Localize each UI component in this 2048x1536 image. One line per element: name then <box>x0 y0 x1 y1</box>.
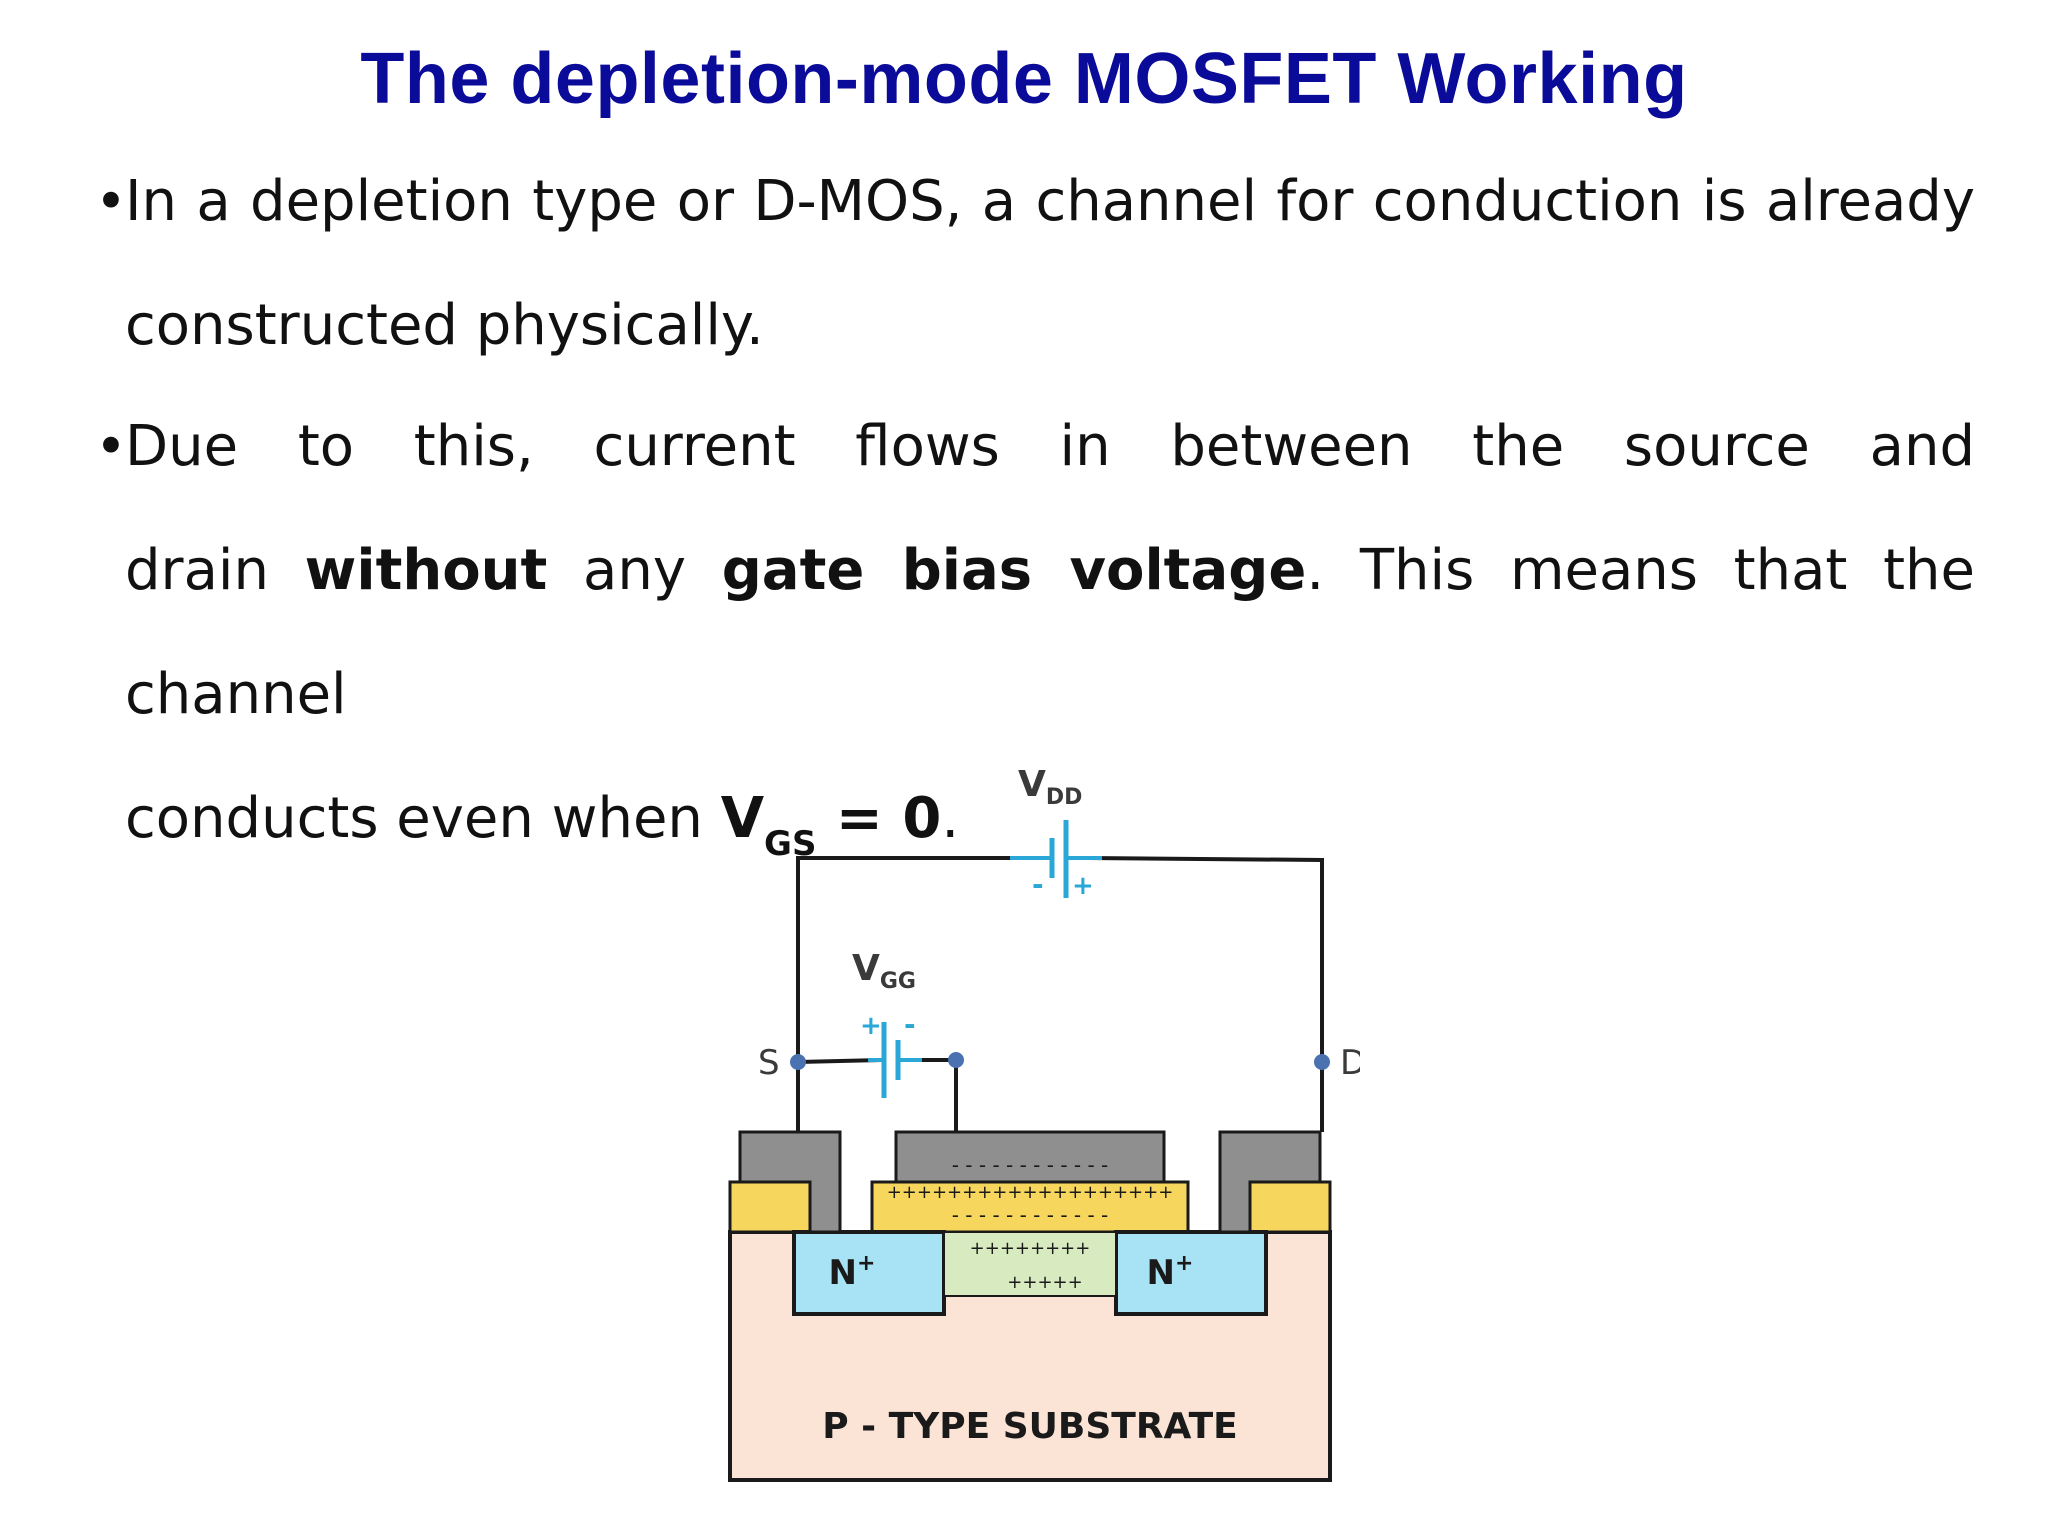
vgs-equals-zero: = 0 <box>816 786 942 851</box>
bullet-2-line-3: conducts even when VGS = 0. <box>125 757 1975 906</box>
source-label: S <box>758 1043 780 1083</box>
channel-positive-top: ++++++++ <box>970 1238 1091 1259</box>
n-plus-drain-region <box>1114 1230 1268 1316</box>
bullet-2-text-3: conducts even when <box>125 786 721 851</box>
n-plus-left-label: N+ <box>829 1251 876 1293</box>
slide-title: The depletion-mode MOSFET Working <box>360 39 1688 119</box>
vgg-plus: + <box>860 1011 882 1041</box>
bullet-1-text-1: In a depletion type or D-MOS, a channel … <box>125 169 1975 234</box>
bullet-2-text-post: . This means that the channel <box>125 538 1975 727</box>
bullet-2-period: . <box>941 786 960 851</box>
oxide-positive-charges: +++++++++++++++++++ <box>887 1182 1174 1203</box>
oxide-negative-charges: - - - - - - - - - - - - <box>952 1203 1109 1227</box>
vgg-minus: - <box>904 1008 916 1041</box>
bullet-2-text-1: Due to this, current flows in between th… <box>125 414 1975 479</box>
gate-metal <box>894 1130 1166 1184</box>
vdd-label: VDD <box>1018 764 1082 810</box>
bullet-dot: • <box>95 170 127 233</box>
bullet-2-text-mid: any <box>547 538 722 603</box>
bullet-1-line-2: constructed physically. <box>125 264 1975 388</box>
gate-oxide <box>870 1180 1190 1234</box>
bullet-2-bold-without: without <box>304 538 548 603</box>
vdd-wire <box>796 856 1040 1062</box>
gate-terminal-dot <box>948 1052 964 1068</box>
vgs-symbol: V <box>720 786 765 851</box>
n-plus-source-region <box>792 1230 946 1316</box>
drain-terminal-dot <box>1314 1054 1330 1070</box>
bullet-2-text-pre: drain <box>125 538 305 603</box>
bullet-2-line-2: drain without any gate bias voltage. Thi… <box>125 509 1975 757</box>
n-plus-right-label: N+ <box>1147 1251 1194 1293</box>
bullet-2-line-1: Due to this, current flows in between th… <box>125 385 1975 509</box>
bullet-2-bold-gate-bias: gate bias voltage <box>721 538 1307 603</box>
drain-label: D <box>1340 1043 1360 1083</box>
gate-negative-charges: - - - - - - - - - - - - <box>952 1153 1109 1177</box>
bullet-2: • Due to this, current flows in between … <box>95 385 1975 906</box>
depletion-channel <box>943 1231 1117 1297</box>
vgg-label: VGG <box>852 948 916 994</box>
source-metal <box>738 1130 842 1234</box>
vdd-wire-right <box>1087 856 1324 1062</box>
source-terminal-dot <box>790 1054 806 1070</box>
bullet-1-line-1: In a depletion type or D-MOS, a channel … <box>125 140 1975 264</box>
mosfet-diagram: - - - - - - - - - - - - ++++++++++++++++… <box>728 764 1360 1482</box>
vdd-plus: + <box>1072 871 1094 901</box>
substrate-label: P - TYPE SUBSTRATE <box>822 1406 1238 1447</box>
vdd-minus: - <box>1032 868 1044 901</box>
bullet-1: • In a depletion type or D-MOS, a channe… <box>95 140 1975 388</box>
bullet-dot: • <box>95 415 127 478</box>
channel-positive-bottom: +++++ <box>1007 1272 1082 1293</box>
bullet-1-text-2: constructed physically. <box>125 293 764 358</box>
